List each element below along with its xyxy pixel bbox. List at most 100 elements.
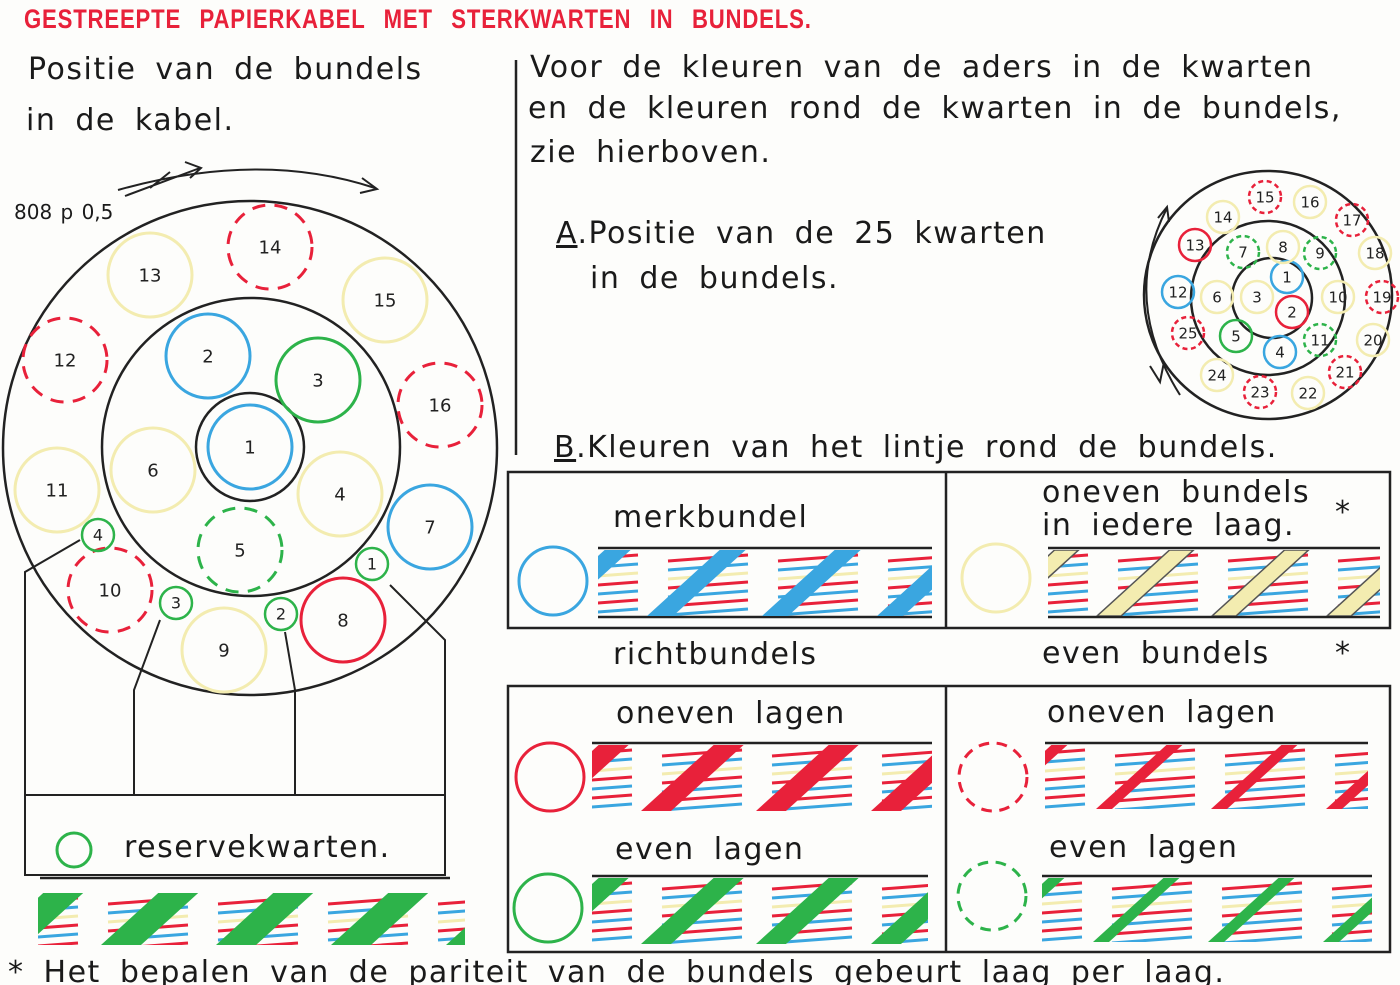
legend-even-oneven-circle [957,741,1029,813]
quad-4-number: 4 [1275,343,1285,361]
quad-19-circle [1364,279,1400,315]
quad-25-circle [1170,315,1206,351]
cable-code: 808 p 0,5 [14,200,114,224]
cable-stand [24,539,446,876]
quad-21-circle [1327,354,1363,390]
bundle-12-circle [21,316,109,404]
bundle-14-circle [226,203,314,291]
quad-18-number: 18 [1365,244,1384,262]
quad-22-number: 22 [1298,384,1317,402]
section-a-letter: A [556,216,578,251]
intro-line3: zie hierboven. [530,135,772,170]
left-heading-line2: in de kabel. [26,103,235,138]
bundle-8-circle [299,576,387,664]
bundle-16-circle [396,361,484,449]
bundle-7-circle [386,483,474,571]
stripe-samples [38,550,1380,945]
asterisk-mark: * [1335,636,1352,671]
quad-16-circle [1292,184,1328,220]
bundle-11-number: 11 [46,480,69,501]
bundle-9-number: 9 [218,640,229,661]
bundle-14-number: 14 [259,237,282,258]
bundle-1-number: 1 [244,437,255,458]
quad-8-number: 8 [1278,238,1288,256]
label-even-lagen-even: even lagen [1049,830,1239,865]
quad-21-number: 21 [1335,363,1354,381]
reserve-quad-3-circle [158,585,194,621]
stripe-sample-even-oneven-lagen [1045,745,1368,809]
section-a-heading: A.Positie van de 25 kwarten [556,216,1047,251]
quad-11-circle [1302,322,1338,358]
reserve-quad-3-number: 3 [171,594,181,613]
reserve-quad-1-number: 1 [367,555,377,574]
quad-24-number: 24 [1207,366,1226,384]
quad-15-circle [1247,179,1283,215]
quad-5-number: 5 [1231,327,1241,345]
section-b-letter: B [554,430,577,465]
quad-6-circle [1199,279,1235,315]
bundle-6-number: 6 [147,460,158,481]
bundle-16-number: 16 [429,395,452,416]
label-oneven-lagen-richt: oneven lagen [616,696,846,731]
section-b-text: .Kleuren van het lintje rond de bundels. [576,430,1278,465]
bundle-10-number: 10 [99,580,122,601]
quad-6-number: 6 [1212,288,1222,306]
quad-middle-ring [1189,219,1347,377]
stripe-sample-richt-oneven-lagen [592,745,932,811]
quad-1-number: 1 [1282,268,1292,286]
quad-10-circle [1320,279,1356,315]
label-even-bundels: even bundels [1042,636,1270,671]
bundle-13-number: 13 [139,265,162,286]
label-in-iedere-laag: in iedere laag. [1042,508,1296,543]
quad-25-number: 25 [1178,324,1197,342]
intro-line1: Voor de kleuren van de aders in de kwart… [530,50,1314,85]
quad-15-number: 15 [1255,188,1274,206]
cable-middle-ring [100,296,402,598]
footnote: * Het bepalen van de pariteit van de bun… [8,955,1226,985]
quad-22-circle [1290,375,1326,411]
quad-20-number: 20 [1363,331,1382,349]
legend-reserve-circle [55,831,93,869]
quad-2-number: 2 [1287,303,1297,321]
quad-11-number: 11 [1310,331,1329,349]
legend-box-bottom [506,684,1392,954]
reserve-quad-2-number: 2 [276,605,286,624]
cable-outer-ring [1,199,499,697]
legend-richt-oneven-circle [514,741,586,813]
bundle-7-number: 7 [424,517,435,538]
quad-2-circle [1274,294,1310,330]
bundle-8-number: 8 [337,610,348,631]
intro-line2: en de kleuren rond de kwarten in de bund… [528,91,1342,126]
legend-circles [55,542,1032,944]
cable-inner-ring [194,391,306,503]
bundle-10-circle [66,546,154,634]
stripe-sample-merkbundel [598,550,932,616]
quad-13-number: 13 [1185,236,1204,254]
reserve-quad-1-circle [354,546,390,582]
quad-23-number: 23 [1250,383,1269,401]
stripe-sample-cable-twist [38,893,465,945]
quad-9-circle [1302,235,1338,271]
bundle-4-circle [296,450,384,538]
legend-even-even-circle [956,860,1028,932]
quad-23-circle [1242,374,1278,410]
legend-richt-even-circle [512,872,584,944]
quad-20-circle [1355,322,1391,358]
quad-17-circle [1334,202,1370,238]
bundle-2-circle [164,312,252,400]
section-b-heading: B.Kleuren van het lintje rond de bundels… [554,430,1278,465]
quad-14-number: 14 [1213,208,1232,226]
reserve-quad-2-circle [263,596,299,632]
quad-3-circle [1239,279,1275,315]
label-reservekwarten: reservekwarten. [124,830,391,865]
quad-12-circle [1160,274,1196,310]
section-a-line1: .Positie van de 25 kwarten [577,216,1047,251]
quad-5-circle [1218,318,1254,354]
quad-14-circle [1205,199,1241,235]
legend-merkbundel-circle [517,545,589,617]
legend-oneven-bundels-circle [960,542,1032,614]
quad-13-circle [1177,227,1213,263]
bundle-3-number: 3 [312,370,323,391]
